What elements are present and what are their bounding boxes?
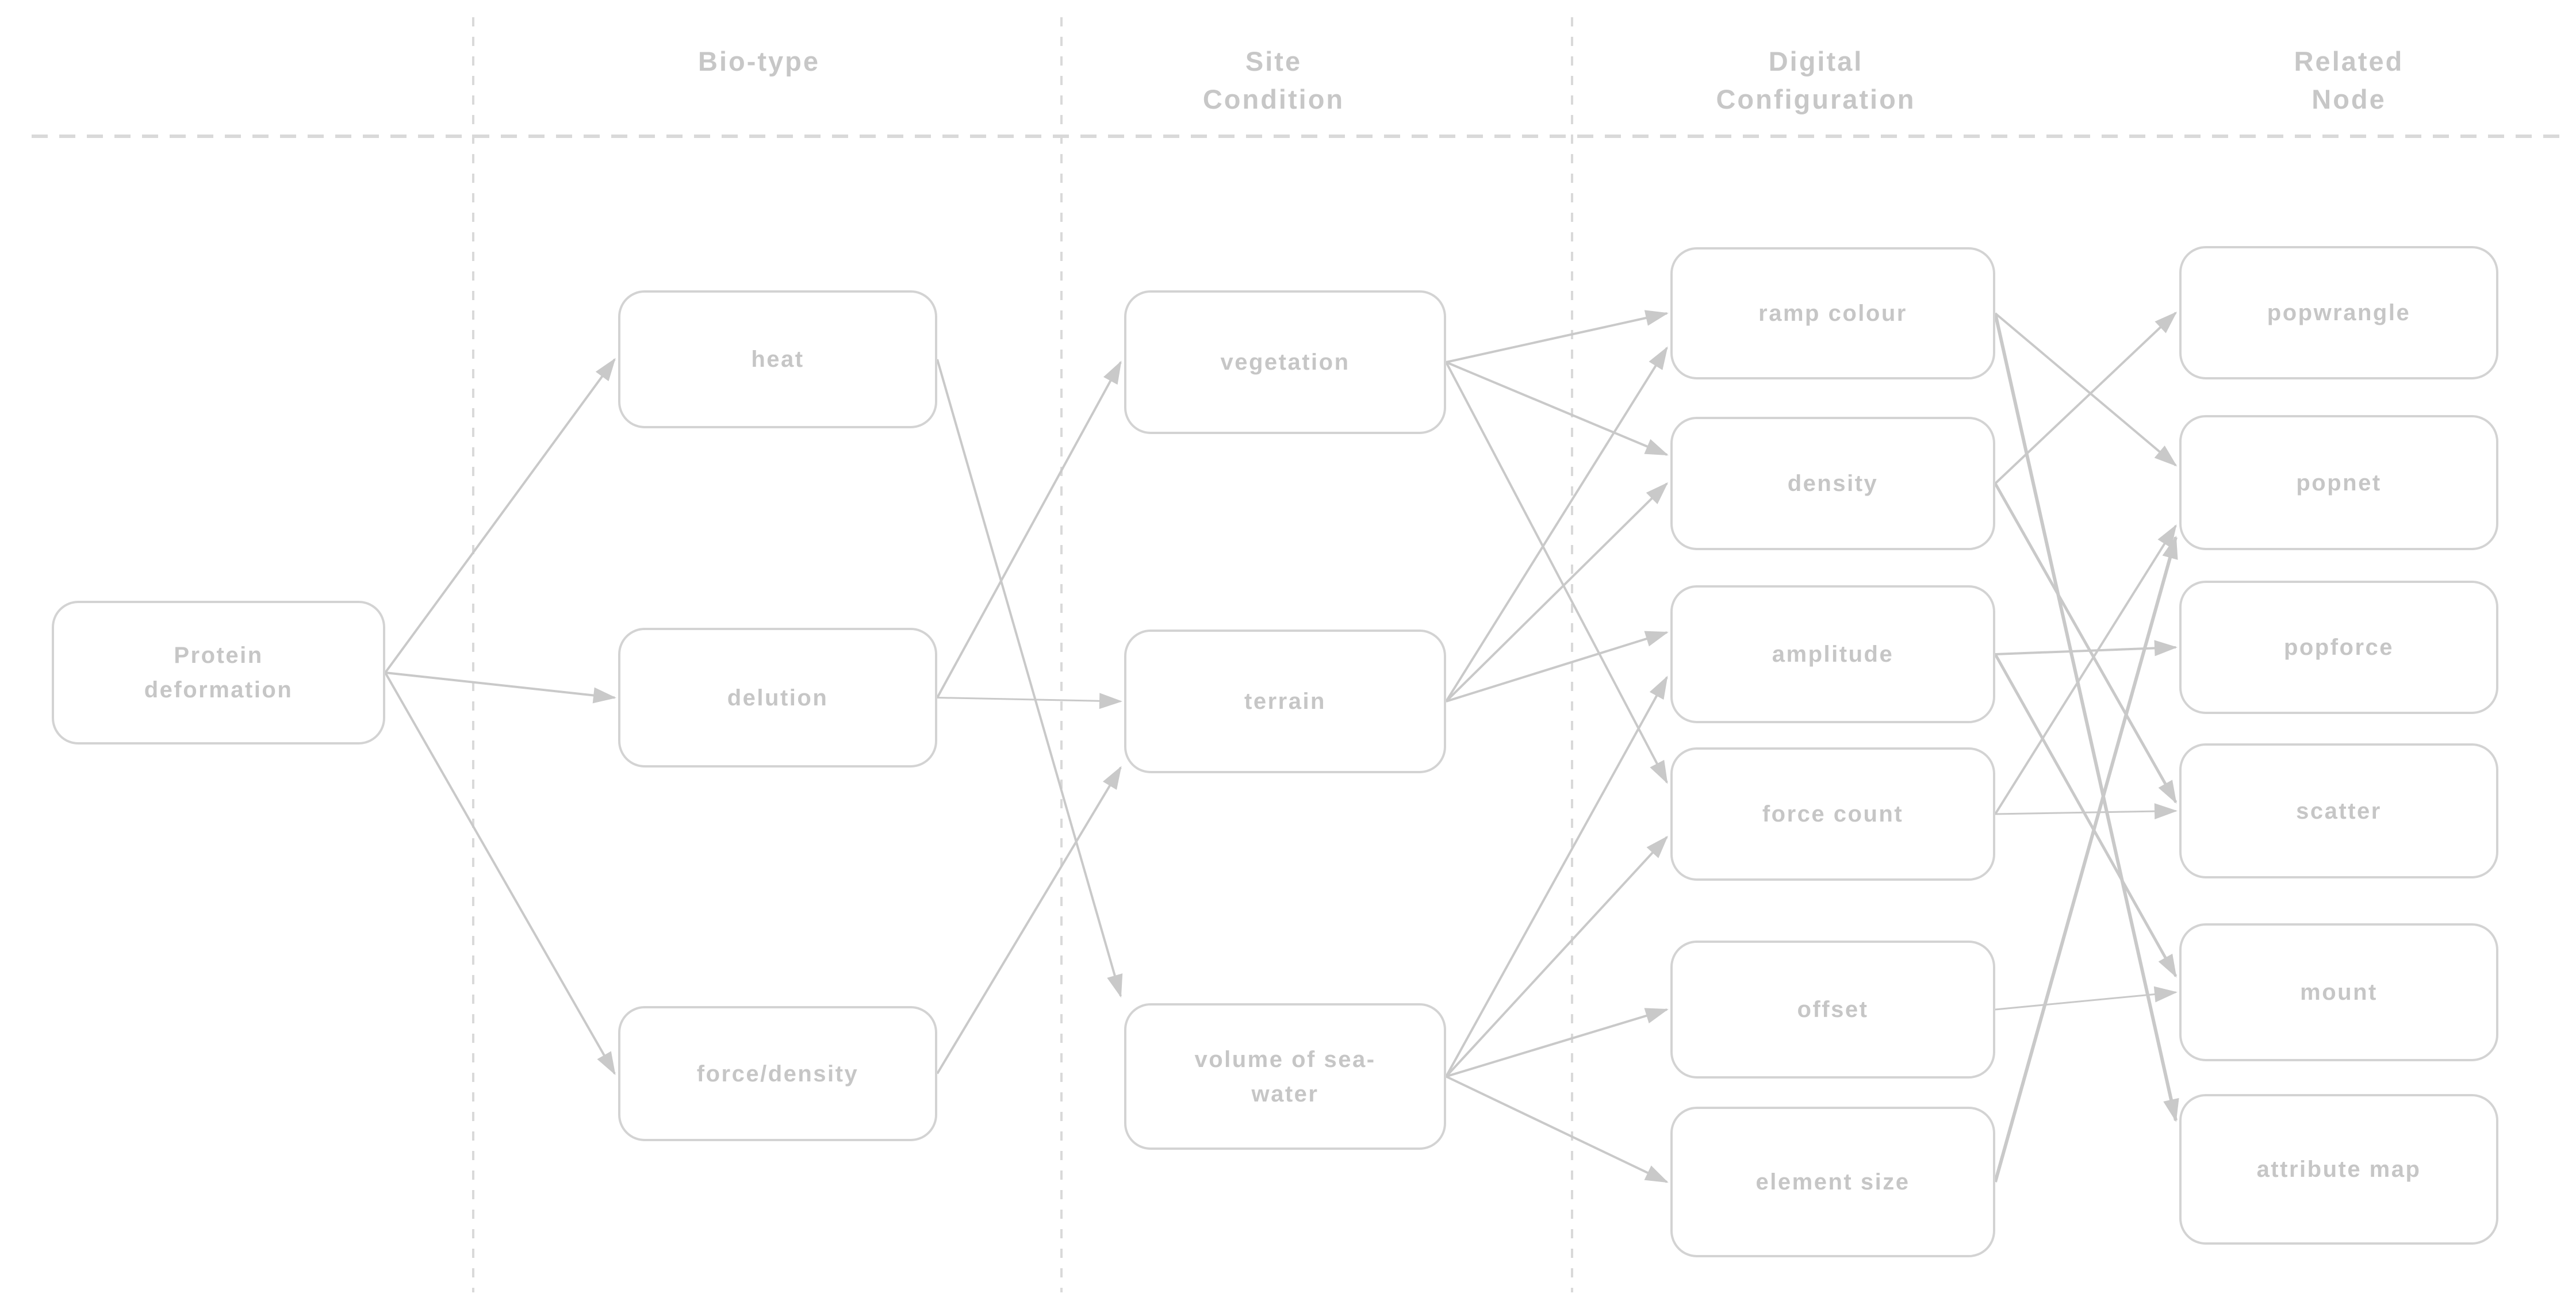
- node-label: offset: [1797, 997, 1869, 1022]
- node-density: density: [1670, 417, 1995, 550]
- edge-force-count-to-popnet: [1994, 524, 2177, 815]
- edge-vegetation-to-density: [1446, 361, 1669, 456]
- node-label: popwrangle: [2267, 300, 2411, 325]
- node-heat: heat: [618, 290, 937, 428]
- node-force-count: force count: [1670, 747, 1995, 881]
- edge-volume-to-force-count: [1445, 835, 1669, 1077]
- node-protein: Protein deformation: [52, 601, 385, 744]
- node-label: attribute map: [2256, 1157, 2421, 1182]
- node-ramp-colour: ramp colour: [1670, 247, 1995, 379]
- node-delution: delution: [618, 628, 937, 767]
- edge-force-count-to-scatter: [1995, 803, 2178, 820]
- node-label: mount: [2300, 980, 2378, 1005]
- edge-force-density-to-terrain: [936, 766, 1122, 1074]
- column-header-related-node: Related Node: [2294, 46, 2404, 114]
- node-mount: mount: [2179, 923, 2498, 1061]
- node-offset: offset: [1670, 941, 1995, 1079]
- node-terrain: terrain: [1124, 630, 1446, 773]
- node-label: delution: [727, 685, 829, 711]
- node-label: amplitude: [1772, 642, 1894, 667]
- node-volume: volume of sea- water: [1124, 1003, 1446, 1150]
- node-attribute-map: attribute map: [2179, 1094, 2498, 1245]
- edge-volume-to-offset: [1446, 1008, 1669, 1078]
- edge-terrain-to-ramp-colour: [1445, 346, 1668, 703]
- node-label: element size: [1755, 1169, 1910, 1195]
- edge-offset-to-mount: [1995, 986, 2178, 1011]
- node-element-size: element size: [1670, 1107, 1995, 1257]
- column-header-digital-configuration: Digital Configuration: [1716, 46, 1916, 114]
- node-label: ramp colour: [1758, 301, 1907, 326]
- edge-vegetation-to-ramp-colour: [1446, 310, 1669, 363]
- node-label: popnet: [2296, 470, 2382, 496]
- edge-amplitude-to-mount: [1994, 653, 2178, 978]
- node-label: vegetation: [1220, 350, 1350, 375]
- column-header-site-condition: Site Condition: [1202, 46, 1345, 114]
- node-label: popforce: [2283, 635, 2394, 660]
- node-amplitude: amplitude: [1670, 585, 1995, 723]
- node-popforce: popforce: [2179, 581, 2498, 714]
- edge-heat-to-volume: [936, 359, 1123, 998]
- edge-amplitude-to-popforce: [1995, 640, 2178, 657]
- node-popnet: popnet: [2179, 415, 2498, 550]
- node-label: heat: [751, 347, 804, 372]
- column-header-bio-type: Bio-type: [698, 46, 820, 76]
- node-label: density: [1787, 471, 1879, 496]
- edge-delution-to-terrain: [937, 693, 1122, 709]
- edge-ramp-colour-to-attribute-map: [1994, 313, 2179, 1122]
- node-label: Protein deformation: [144, 643, 293, 703]
- edge-protein-to-delution: [385, 671, 616, 704]
- node-label: terrain: [1244, 689, 1326, 714]
- node-label: volume of sea- water: [1194, 1046, 1376, 1107]
- node-vegetation: vegetation: [1124, 290, 1446, 434]
- node-popwrangle: popwrangle: [2179, 246, 2498, 379]
- edge-delution-to-vegetation: [936, 360, 1122, 699]
- node-label: scatter: [2296, 798, 2382, 824]
- node-label: force/density: [696, 1061, 859, 1087]
- edge-protein-to-heat: [384, 358, 616, 674]
- node-scatter: scatter: [2179, 743, 2498, 878]
- edge-volume-to-element-size: [1446, 1075, 1669, 1183]
- edge-density-to-popwrangle: [1994, 311, 2178, 485]
- edge-ramp-colour-to-popnet: [1994, 312, 2178, 467]
- edge-protein-to-force-density: [384, 672, 616, 1076]
- edge-density-to-scatter: [1994, 482, 2178, 804]
- node-force-density: force/density: [618, 1006, 937, 1141]
- edge-vegetation-to-force-count: [1445, 362, 1668, 784]
- edge-terrain-to-amplitude: [1446, 631, 1669, 703]
- edge-element-size-to-popnet: [1994, 535, 2178, 1183]
- edge-terrain-to-density: [1445, 482, 1669, 703]
- node-label: force count: [1762, 801, 1904, 827]
- edge-volume-to-amplitude: [1445, 676, 1668, 1077]
